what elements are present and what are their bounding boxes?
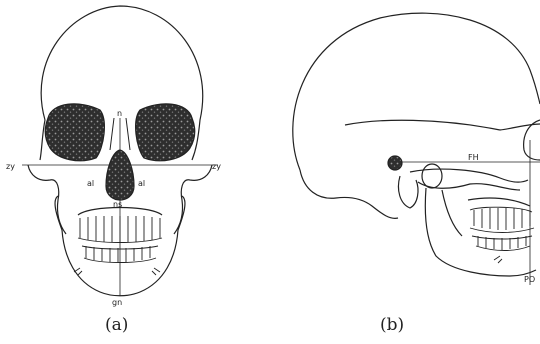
- lateral-mental-mark: [494, 256, 502, 263]
- label-gnathion: gn: [112, 298, 122, 307]
- caption-b: (b): [380, 315, 404, 335]
- label-alare-left: al: [87, 179, 94, 188]
- label-zygion-right: zy: [212, 162, 221, 171]
- lateral-mandible: [425, 188, 536, 276]
- lateral-cranium-outline: [293, 13, 540, 170]
- lateral-skull: [293, 13, 540, 285]
- lateral-occipital: [300, 170, 398, 218]
- right-orbit: [136, 104, 195, 161]
- lateral-maxilla: [468, 198, 530, 206]
- nasal-aperture: [106, 150, 134, 200]
- lateral-ramus: [442, 190, 462, 236]
- label-alare-right: al: [138, 179, 145, 188]
- frontal-cranium-outline-left-side: [40, 120, 45, 160]
- label-zygion-left: zy: [6, 162, 15, 171]
- temporal-line: [345, 120, 500, 130]
- mastoid-process: [398, 176, 418, 208]
- zygomatic-lower: [418, 182, 520, 190]
- frontal-curve: [500, 124, 540, 130]
- mandibular-condyle: [422, 164, 442, 188]
- label-frankfort-horizontal: FH: [468, 153, 479, 162]
- left-orbit: [45, 104, 104, 161]
- mental-foramen-right: [152, 268, 160, 275]
- zygomatic-arch: [410, 169, 528, 182]
- label-pogonion: PO: [524, 275, 535, 284]
- label-nasospinale: ns: [113, 200, 122, 209]
- label-nasion: n: [117, 109, 122, 118]
- caption-a: (a): [105, 315, 128, 335]
- lateral-teeth: [470, 207, 534, 250]
- mental-foramen-left: [74, 268, 82, 275]
- external-acoustic-meatus: [388, 156, 402, 170]
